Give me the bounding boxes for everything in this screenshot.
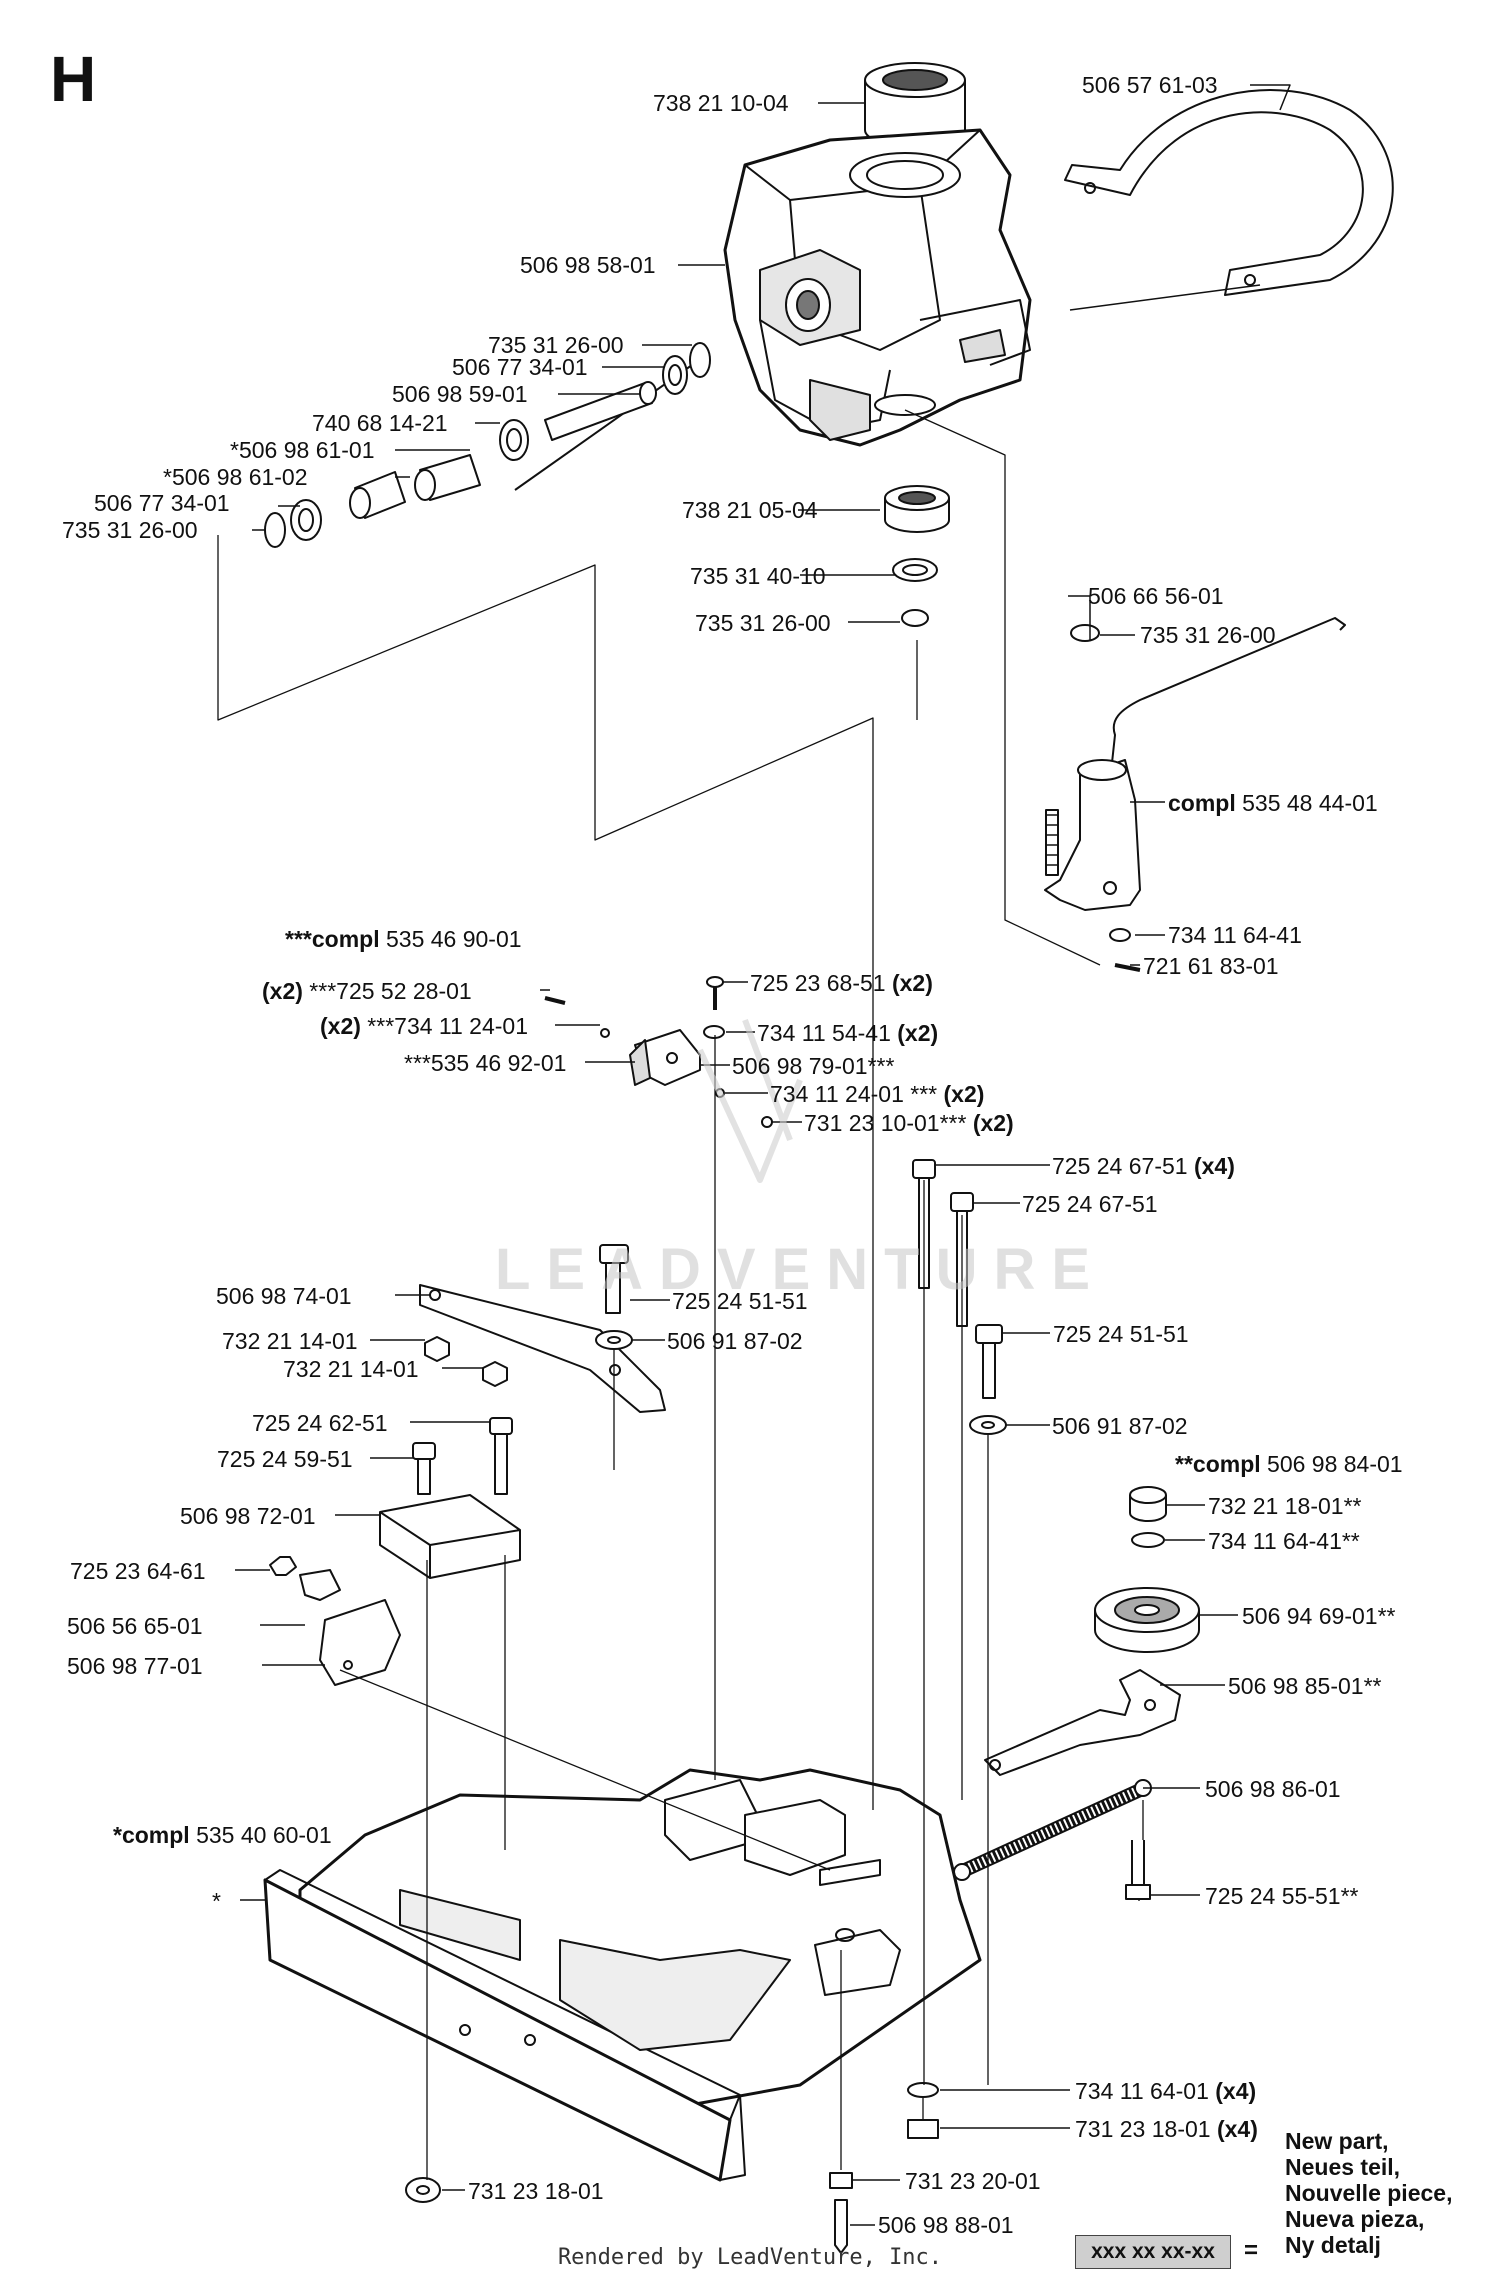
mounting-strap	[1064, 89, 1394, 296]
bottom-hardware	[405, 2082, 939, 2254]
part-label: ***535 46 92-01	[404, 1050, 567, 1076]
part-label: 734 11 64-41**	[1208, 1528, 1360, 1554]
part-label: 506 98 86-01	[1205, 1776, 1341, 1802]
footer-credit: Rendered by LeadVenture, Inc.	[557, 2245, 943, 2270]
part-label: 731 23 20-01	[905, 2168, 1041, 2194]
part-label: 506 91 87-02	[667, 1328, 803, 1354]
part-label: 725 24 51-51	[1053, 1321, 1189, 1347]
part-label: 734 11 64-01 (x4)	[1075, 2078, 1257, 2104]
part-label: 506 98 85-01**	[1228, 1673, 1382, 1699]
part-label: *compl 535 40 60-01	[113, 1822, 332, 1848]
part-label: 731 23 18-01	[468, 2178, 604, 2204]
part-label: 725 24 55-51**	[1205, 1883, 1359, 1909]
bolt-lower-right	[1125, 1840, 1151, 1900]
part-label: 732 21 18-01**	[1208, 1493, 1362, 1519]
part-label: 725 24 51-51	[672, 1288, 808, 1314]
idler-pulley	[1094, 1486, 1200, 1653]
part-label: compl 535 48 44-01	[1168, 790, 1378, 816]
small-bracket	[544, 976, 773, 1128]
part-label: 732 21 14-01	[283, 1356, 419, 1382]
spacer-bar	[379, 1417, 521, 1579]
idler-arm	[984, 1669, 1181, 1776]
part-label: 734 11 64-41	[1168, 922, 1302, 948]
part-label: **compl 506 98 84-01	[1175, 1451, 1403, 1477]
assembly-lines	[217, 409, 1144, 2180]
part-label: 725 23 68-51 (x2)	[750, 970, 933, 996]
part-label: 506 77 34-01	[452, 354, 588, 380]
watermark-logo	[697, 1018, 803, 1183]
gearbox-housing	[723, 128, 1032, 447]
leader-lines	[235, 84, 1291, 2226]
bearing-top	[864, 62, 966, 148]
part-label: ***compl 535 46 90-01	[285, 926, 522, 952]
part-label: 721 61 83-01	[1143, 953, 1279, 979]
part-label: 735 31 26-00	[488, 332, 624, 358]
long-bolts	[912, 1159, 1007, 1435]
new-part-legend-text: New part, Neues teil, Nouvelle piece, Nu…	[1285, 2128, 1453, 2258]
part-label: 506 94 69-01**	[1242, 1603, 1396, 1629]
tension-spring	[953, 1779, 1152, 1881]
part-label: 731 23 10-01*** (x2)	[804, 1110, 1014, 1136]
part-label: 506 98 74-01	[216, 1283, 352, 1309]
part-label: *	[212, 1888, 221, 1914]
part-label: 506 98 59-01	[392, 381, 528, 407]
part-label: 506 77 34-01	[94, 490, 230, 516]
part-label: *506 98 61-02	[163, 464, 308, 490]
part-label: 506 98 72-01	[180, 1503, 316, 1529]
part-label: 735 31 26-00	[695, 610, 831, 636]
section-letter: H	[50, 43, 97, 115]
part-label: 734 11 24-01 *** (x2)	[770, 1081, 985, 1107]
part-label: 735 31 26-00	[62, 517, 198, 543]
part-label: 725 24 59-51	[217, 1446, 353, 1472]
part-label: 735 31 40-10	[690, 563, 826, 589]
new-part-legend-box: xxx xx xx-xx	[1075, 2235, 1231, 2269]
part-label: 734 11 54-41 (x2)	[757, 1020, 939, 1046]
part-label: (x2) ***725 52 28-01	[262, 978, 472, 1004]
main-frame	[263, 1768, 982, 2182]
part-label: 506 98 58-01	[520, 252, 656, 278]
part-label: 738 21 05-04	[682, 497, 818, 523]
watermark-text: LEADVENTURE	[495, 1237, 1107, 1302]
part-label: 735 31 26-00	[1140, 622, 1276, 648]
part-label: 506 98 77-01	[67, 1653, 203, 1679]
part-label: 506 98 88-01	[878, 2212, 1014, 2238]
shaft-assembly	[264, 342, 711, 548]
part-label: 506 57 61-03	[1082, 72, 1218, 98]
part-label: 732 21 14-01	[222, 1328, 358, 1354]
part-label: 725 23 64-61	[70, 1558, 206, 1584]
part-label: (x2) ***734 11 24-01	[320, 1013, 529, 1039]
part-label: 740 68 14-21	[312, 410, 448, 436]
lower-bearing-rings	[884, 485, 950, 627]
part-label: *506 98 61-01	[230, 437, 375, 463]
part-label: 731 23 18-01 (x4)	[1075, 2116, 1258, 2142]
mount-bracket-left	[269, 1556, 401, 1686]
part-label: 725 24 62-51	[252, 1410, 388, 1436]
part-label: 725 24 67-51 (x4)	[1052, 1153, 1235, 1179]
part-label: 738 21 10-04	[653, 90, 789, 116]
part-label: 506 91 87-02	[1052, 1413, 1188, 1439]
part-label: 725 24 67-51	[1022, 1191, 1158, 1217]
part-label: 506 66 56-01	[1088, 583, 1224, 609]
part-label: 506 56 65-01	[67, 1613, 203, 1639]
new-part-legend-equals: =	[1244, 2237, 1259, 2264]
lever-assembly	[1044, 617, 1346, 972]
pivot-arm	[419, 1244, 666, 1413]
part-label: 506 98 79-01***	[732, 1053, 895, 1079]
